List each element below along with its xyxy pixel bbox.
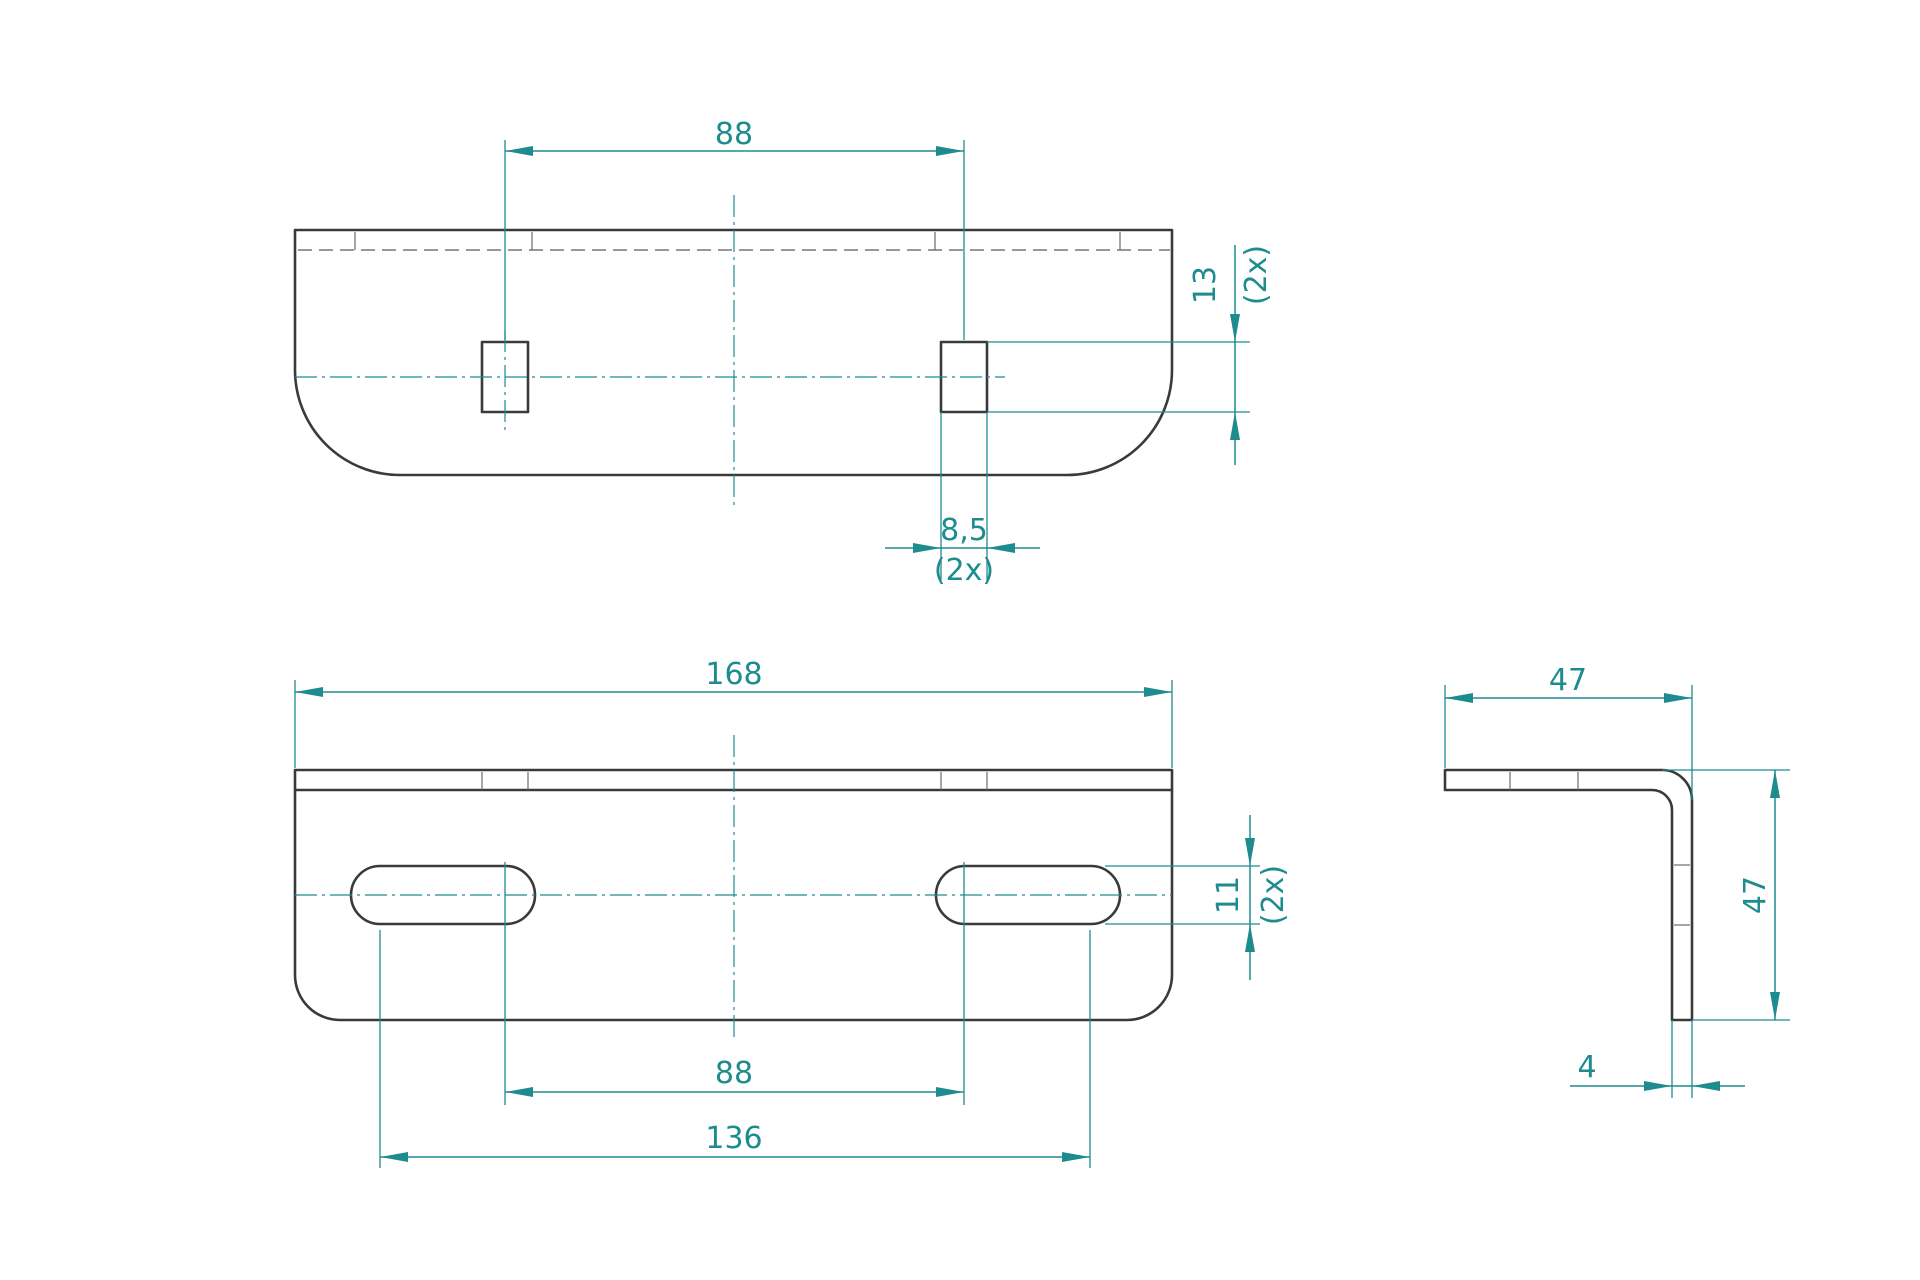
front-view-outline bbox=[293, 768, 1174, 1022]
dimension-hole-spacing-value: 88 bbox=[715, 117, 753, 152]
dimension-leg-height: 47 bbox=[1662, 769, 1790, 1021]
dimension-overall-length-value: 168 bbox=[705, 657, 762, 692]
dimension-hole-width: 8,5 (2x) bbox=[885, 412, 1040, 588]
top-view-outline bbox=[293, 228, 1174, 477]
dimension-slot-width: 11 (2x) bbox=[1105, 815, 1291, 980]
dimension-leg-height-value: 47 bbox=[1738, 876, 1773, 914]
top-view: 88 13 (2x) 8,5 (2x) bbox=[293, 117, 1274, 588]
dimension-hole-height-value: 13 bbox=[1188, 266, 1223, 304]
dimension-hole-width-value: 8,5 bbox=[940, 513, 988, 548]
dimension-slot-outer-span: 136 bbox=[379, 930, 1091, 1168]
dimension-slot-width-value: 11 bbox=[1211, 876, 1246, 914]
side-view: 47 47 4 bbox=[1443, 663, 1790, 1098]
dimension-hole-spacing: 88 bbox=[504, 117, 965, 340]
dimension-slot-spacing-value: 88 bbox=[715, 1056, 753, 1091]
dimension-slot-width-qty: (2x) bbox=[1256, 865, 1291, 925]
dimension-hole-width-qty: (2x) bbox=[934, 553, 994, 588]
dimension-thickness-value: 4 bbox=[1577, 1050, 1596, 1085]
dimension-flange-width-value: 47 bbox=[1549, 663, 1587, 698]
dimension-hole-height: 13 (2x) bbox=[987, 245, 1274, 465]
side-view-angle-profile bbox=[1443, 768, 1694, 1022]
dimension-slot-spacing: 88 bbox=[504, 862, 965, 1105]
dimension-overall-length: 168 bbox=[294, 657, 1173, 768]
dimension-hole-height-qty: (2x) bbox=[1239, 245, 1274, 305]
front-view: 168 88 136 11 (2x) bbox=[293, 657, 1291, 1168]
dimension-thickness: 4 bbox=[1570, 1020, 1745, 1098]
dimension-flange-width: 47 bbox=[1444, 663, 1693, 800]
dimension-slot-outer-span-value: 136 bbox=[705, 1121, 762, 1156]
